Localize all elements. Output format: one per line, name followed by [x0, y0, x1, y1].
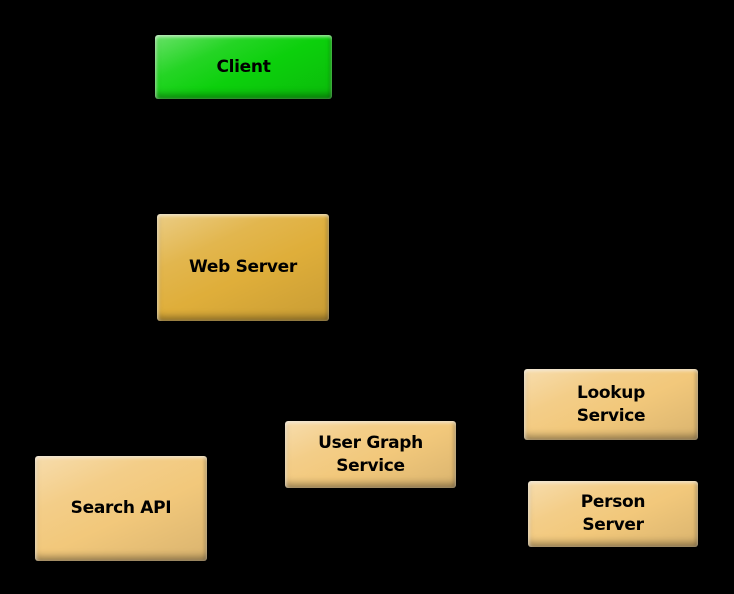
node-label: User Graph — [318, 432, 423, 453]
node-user-graph-service: User Graph Service — [285, 421, 456, 488]
node-search-api: Search API — [35, 456, 207, 561]
node-label: Client — [216, 56, 271, 77]
node-label: Lookup — [577, 382, 645, 403]
node-person-server: Person Server — [528, 481, 698, 547]
node-label: Search API — [70, 498, 172, 518]
node-label: Server — [582, 515, 644, 535]
node-label: Service — [576, 405, 646, 426]
node-label: Web Server — [189, 257, 297, 277]
node-lookup-service: Lookup Service — [524, 369, 698, 440]
node-label: Service — [336, 455, 405, 476]
node-web-server: Web Server — [157, 214, 329, 321]
node-client: Client — [155, 35, 332, 99]
node-label: Person — [580, 492, 646, 512]
